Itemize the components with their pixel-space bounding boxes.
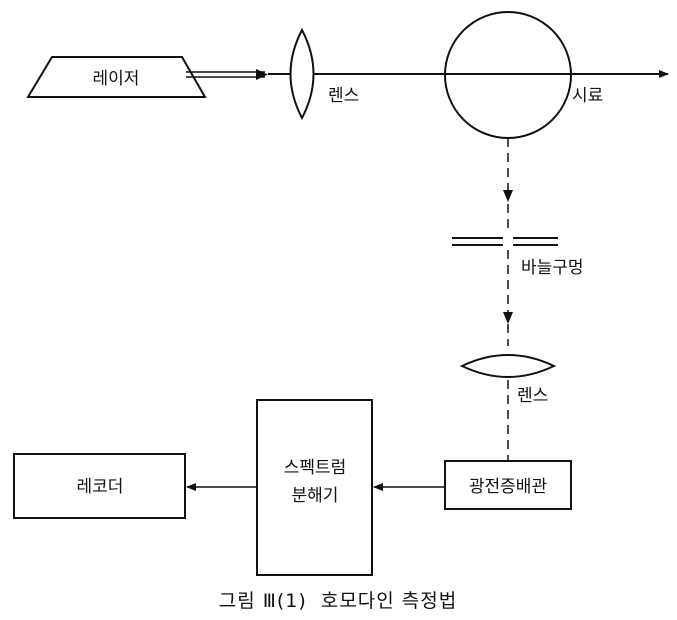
sample: 시료 [444, 11, 603, 139]
pinhole-label: 바늘구멍 [521, 258, 584, 278]
laser-shape [26, 56, 207, 98]
pinhole: 바늘구멍 [452, 237, 584, 278]
recorder-label: 레코더 [77, 477, 124, 497]
spectrum-analyzer-block: 스펙트럼 분해기 [256, 399, 373, 576]
recorder-box [13, 453, 186, 519]
scatter-arrow-2 [503, 312, 513, 324]
beam-arrowhead [256, 69, 268, 80]
lens-1-shape [289, 27, 315, 121]
laser-block: 레이저 [26, 56, 207, 98]
photomultiplier-label: 광전증배관 [469, 477, 547, 497]
photomultiplier-block: 광전증배관 [444, 460, 572, 510]
spectrum-analyzer-label-line1: 스펙트럼 [284, 458, 347, 478]
spectrum-analyzer-label-line2: 분해기 [292, 486, 339, 506]
sample-label: 시료 [572, 86, 603, 106]
figure-caption: 그림 Ⅲ(1) 호모다인 측정법 [219, 590, 458, 612]
lens-2: 렌스 [459, 354, 557, 406]
pinhole-to-lens-path [503, 250, 513, 346]
laser-label: 레이저 [93, 69, 140, 89]
laser-beam [186, 69, 268, 80]
scatter-arrow-1 [503, 190, 513, 202]
photomultiplier-box [444, 460, 572, 510]
lens-1-label: 렌스 [328, 86, 359, 106]
lens-2-label: 렌스 [517, 386, 548, 406]
spectrum-analyzer-box [256, 399, 373, 576]
scattered-light-path [503, 138, 513, 232]
recorder-block: 레코더 [13, 453, 186, 519]
lens-1: 렌스 [289, 27, 359, 121]
lens-2-shape [459, 354, 557, 378]
